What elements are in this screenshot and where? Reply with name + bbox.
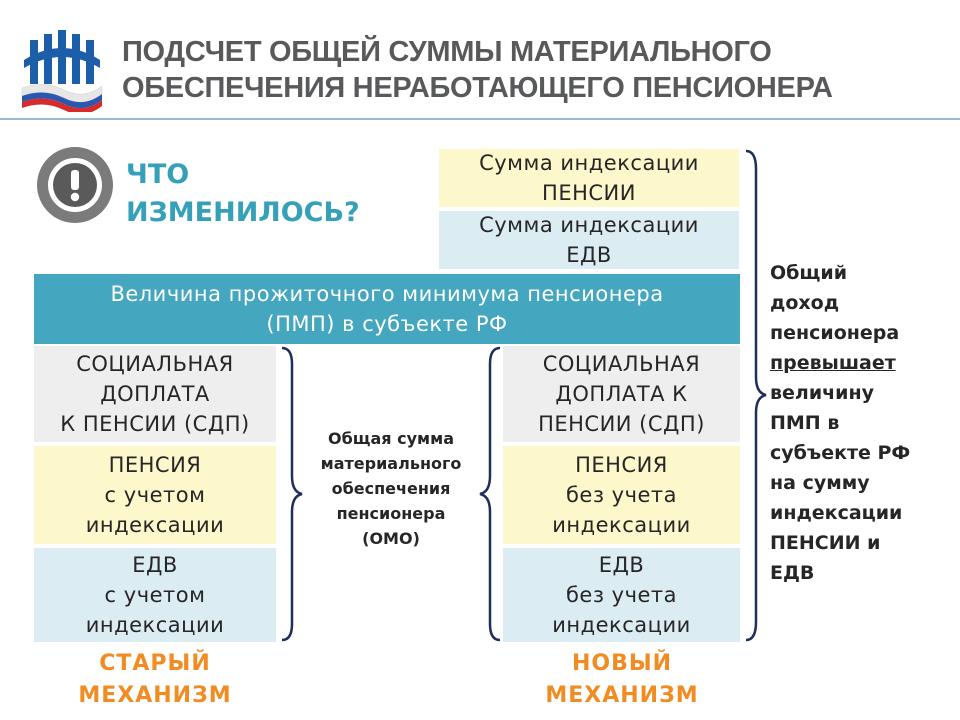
what-changed-line-2: ИЗМЕНИЛОСЬ? <box>126 197 360 228</box>
omo-line-5: (ОМО) <box>362 529 420 548</box>
new-pension-box: ПЕНСИЯ без учета индексации <box>503 446 740 544</box>
new-mechanism-label: НОВЫЙ МЕХАНИЗМ <box>502 648 742 712</box>
old-pension-line-1: ПЕНСИЯ <box>108 453 202 477</box>
new-sdp-line-2: ДОПЛАТА К <box>555 382 688 406</box>
title-line-2: ОБЕСПЕЧЕНИЯ НЕРАБОТАЮЩЕГО ПЕНСИОНЕРА <box>122 72 833 104</box>
old-sdp-line-1: СОЦИАЛЬНАЯ <box>76 352 234 376</box>
total-income-brace <box>745 149 767 642</box>
old-edv-line-2: с учетом <box>104 583 206 607</box>
header-divider <box>0 118 960 120</box>
total-income-line-6: ПМП в <box>770 412 840 434</box>
old-sdp-line-3: К ПЕНСИИ (СДП) <box>60 412 250 436</box>
new-edv-line-1: ЕДВ <box>598 553 645 577</box>
edv-indexation-line-2: ЕДВ <box>566 243 612 267</box>
what-changed-line-1: ЧТО <box>126 159 190 190</box>
old-mechanism-line-1: СТАРЫЙ <box>99 651 211 676</box>
pmp-bar-line-1: Величина прожиточного минимума пенсионер… <box>110 282 664 306</box>
old-mechanism-label: СТАРЫЙ МЕХАНИЗМ <box>35 648 275 712</box>
total-income-line-11: ЕДВ <box>770 562 815 584</box>
new-edv-line-2: без учета <box>565 583 678 607</box>
new-pension-line-1: ПЕНСИЯ <box>575 453 668 477</box>
omo-label: Общая сумма материального обеспечения пе… <box>302 426 480 551</box>
omo-line-2: материального <box>320 454 462 473</box>
omo-line-4: пенсионера <box>336 504 446 523</box>
pmp-bar-line-2: (ПМП) в субъекте РФ <box>266 312 508 336</box>
old-sdp-line-2: ДОПЛАТА <box>100 382 210 406</box>
total-income-line-9: индексации <box>770 502 903 524</box>
total-income-line-4: превышает <box>770 352 896 374</box>
old-edv-box: ЕДВ с учетом индексации <box>34 548 276 642</box>
old-pension-line-3: индексации <box>85 513 225 537</box>
title-line-1: ПОДСЧЕТ ОБЩЕЙ СУММЫ МАТЕРИАЛЬНОГО <box>122 36 772 68</box>
total-income-line-1: Общий <box>770 262 848 284</box>
edv-indexation-line-1: Сумма индексации <box>479 213 699 237</box>
new-sdp-line-3: ПЕНСИИ (СДП) <box>538 412 705 436</box>
old-mechanism-brace <box>281 346 303 642</box>
pension-indexation-line-1: Сумма индексации <box>479 151 699 175</box>
new-sdp-line-1: СОЦИАЛЬНАЯ <box>542 352 701 376</box>
new-edv-line-3: индексации <box>552 613 691 637</box>
edv-indexation-box: Сумма индексации ЕДВ <box>439 211 739 269</box>
old-sdp-box: СОЦИАЛЬНАЯ ДОПЛАТА К ПЕНСИИ (СДП) <box>34 346 276 442</box>
new-pension-line-2: без учета <box>565 483 678 507</box>
exclamation-icon <box>37 147 113 223</box>
pfr-logo <box>21 30 103 112</box>
new-edv-box: ЕДВ без учета индексации <box>503 548 740 642</box>
total-income-line-3: пенсионера <box>770 322 900 344</box>
total-income-line-2: доход <box>770 292 840 314</box>
old-pension-line-2: с учетом <box>104 483 206 507</box>
old-edv-line-3: индексации <box>85 613 225 637</box>
new-mechanism-brace <box>479 346 501 642</box>
what-changed-heading: ЧТО ИЗМЕНИЛОСЬ? <box>126 156 360 232</box>
old-edv-line-1: ЕДВ <box>132 553 178 577</box>
total-income-line-8: на сумму <box>770 472 870 494</box>
total-income-line-10: ПЕНСИИ и <box>770 532 881 554</box>
total-income-line-7: субъекте РФ <box>770 442 911 464</box>
pension-indexation-line-2: ПЕНСИИ <box>542 181 636 205</box>
total-income-label: Общий доход пенсионера превышает величин… <box>770 258 950 588</box>
old-mechanism-line-2: МЕХАНИЗМ <box>78 683 232 708</box>
new-mechanism-line-2: МЕХАНИЗМ <box>545 683 699 708</box>
pmp-bar: Величина прожиточного минимума пенсионер… <box>34 274 740 344</box>
page-title: ПОДСЧЕТ ОБЩЕЙ СУММЫ МАТЕРИАЛЬНОГО ОБЕСПЕ… <box>122 34 942 106</box>
pension-indexation-box: Сумма индексации ПЕНСИИ <box>439 149 739 207</box>
old-pension-box: ПЕНСИЯ с учетом индексации <box>34 446 276 544</box>
new-mechanism-line-1: НОВЫЙ <box>571 651 673 676</box>
new-pension-line-3: индексации <box>552 513 691 537</box>
omo-line-1: Общая сумма <box>328 429 454 448</box>
new-sdp-box: СОЦИАЛЬНАЯ ДОПЛАТА К ПЕНСИИ (СДП) <box>503 346 740 442</box>
total-income-line-5: величину <box>770 382 875 404</box>
omo-line-3: обеспечения <box>331 479 451 498</box>
